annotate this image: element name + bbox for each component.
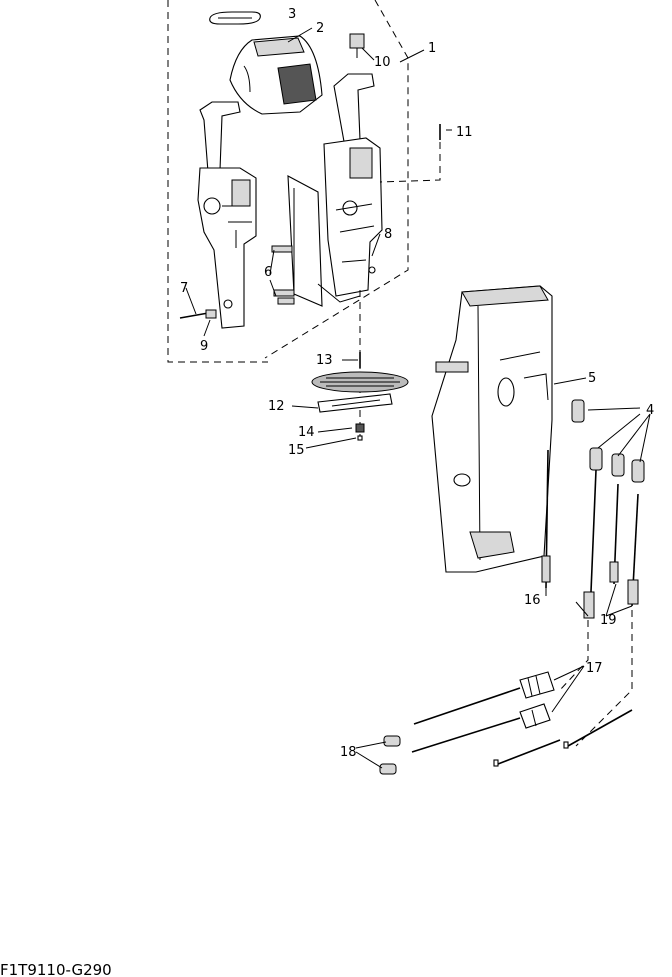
part-16-rods — [541, 449, 597, 619]
part-10-block — [349, 33, 365, 58]
callout-7: 7 — [180, 281, 188, 296]
right-lever-assembly — [317, 73, 383, 303]
callout-1: 1 — [428, 41, 436, 56]
callout-10: 10 — [374, 55, 391, 70]
part-17-cable-fittings — [519, 671, 555, 729]
part-19-rods — [609, 483, 639, 607]
callout-19: 19 — [600, 613, 617, 628]
part-4-cable-ends — [571, 399, 645, 483]
leader-lines — [185, 27, 651, 769]
callout-8: 8 — [384, 227, 392, 242]
callout-16: 16 — [524, 593, 541, 608]
callout-3: 3 — [288, 7, 296, 22]
callout-14: 14 — [298, 425, 315, 440]
assembly-boundary — [167, 0, 409, 363]
control-cables — [411, 610, 633, 765]
part-3-clip — [209, 11, 261, 25]
callouts: 1 2 3 4 5 6 7 8 9 10 11 12 13 14 15 16 1… — [180, 7, 654, 760]
callout-17: 17 — [586, 661, 603, 676]
gasket — [311, 371, 409, 393]
part-12-plate — [317, 393, 393, 413]
center-base-plate — [287, 175, 323, 307]
part-14-nut — [355, 423, 365, 433]
callout-18: 18 — [340, 745, 357, 760]
callout-5: 5 — [588, 371, 596, 386]
control-housing — [431, 285, 553, 573]
part-7-bolt — [179, 309, 217, 319]
callout-4: 4 — [646, 403, 654, 418]
callout-13: 13 — [316, 353, 333, 368]
part-15-washer — [357, 435, 363, 441]
part-8-screw — [368, 266, 376, 274]
drawing-code: F1T9110-G290 — [0, 961, 112, 977]
callout-11: 11 — [456, 125, 473, 140]
part-6-screws — [271, 245, 295, 305]
callout-6: 6 — [264, 265, 272, 280]
callout-15: 15 — [288, 443, 305, 458]
part-18-end-caps — [379, 735, 569, 775]
callout-2: 2 — [316, 21, 324, 36]
callout-9: 9 — [200, 339, 208, 354]
part-2-cover — [229, 35, 323, 115]
callout-12: 12 — [268, 399, 285, 414]
part-11-screw — [379, 124, 441, 183]
left-lever-assembly — [197, 101, 257, 329]
